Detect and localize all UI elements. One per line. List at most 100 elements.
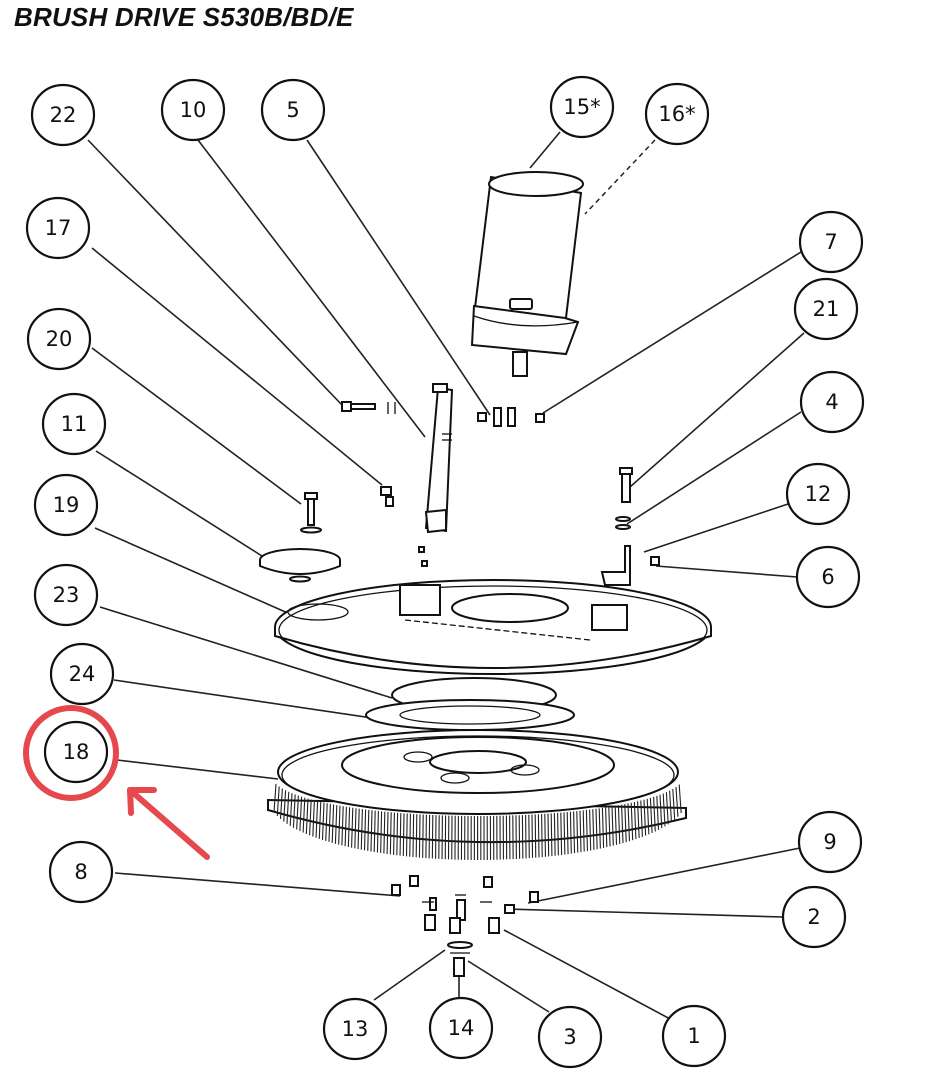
callout-24[interactable]: 24 xyxy=(49,642,115,706)
callout-9[interactable]: 9 xyxy=(797,810,863,874)
bristle-line xyxy=(383,811,386,854)
svg-text:5: 5 xyxy=(286,98,299,122)
bristle-line xyxy=(553,813,556,856)
bristle-line xyxy=(363,809,367,851)
callout-7[interactable]: 7 xyxy=(798,210,864,274)
bristle-line xyxy=(412,813,415,858)
callout-2[interactable]: 2 xyxy=(781,885,847,949)
callout-15[interactable]: 15* xyxy=(549,75,615,139)
bristle-line xyxy=(675,787,679,817)
bristle-line xyxy=(376,811,379,853)
svg-text:22: 22 xyxy=(50,103,77,127)
callout-6[interactable]: 6 xyxy=(795,545,861,609)
leader-18 xyxy=(116,759,279,780)
svg-text:17: 17 xyxy=(45,216,72,240)
svg-text:24: 24 xyxy=(69,662,96,686)
svg-text:8: 8 xyxy=(74,860,87,884)
brush-deck-plate xyxy=(274,579,712,675)
callout-8[interactable]: 8 xyxy=(48,840,114,904)
bristle-line xyxy=(592,809,595,850)
leader-20 xyxy=(91,347,302,505)
leader-21 xyxy=(629,332,805,488)
bristle-line xyxy=(547,813,550,857)
bristle-line xyxy=(299,796,303,832)
bristle-line xyxy=(292,794,296,828)
callout-20[interactable]: 20 xyxy=(26,307,92,371)
bristle-line xyxy=(331,804,335,843)
leader-23 xyxy=(99,606,393,699)
leader-9 xyxy=(527,847,801,904)
bristle-line xyxy=(573,811,576,854)
svg-text:11: 11 xyxy=(61,412,88,436)
callout-21[interactable]: 21 xyxy=(793,277,859,341)
leader-4 xyxy=(626,411,802,525)
callout-10[interactable]: 10 xyxy=(160,78,226,142)
bristle-line xyxy=(296,795,299,830)
bristle-line xyxy=(576,811,579,853)
bristle-line xyxy=(325,803,328,841)
bristle-line xyxy=(640,800,643,837)
bristle-line xyxy=(582,810,585,852)
callout-16[interactable]: 16* xyxy=(644,82,710,146)
callout-5[interactable]: 5 xyxy=(260,78,326,142)
bristle-line xyxy=(637,801,640,839)
svg-text:20: 20 xyxy=(46,327,73,351)
bristle-line xyxy=(338,805,341,845)
svg-text:21: 21 xyxy=(813,297,840,321)
callout-13[interactable]: 13 xyxy=(322,997,388,1061)
brush-bristles xyxy=(273,783,682,860)
callout-14[interactable]: 14 xyxy=(428,996,494,1060)
callout-4[interactable]: 4 xyxy=(799,370,865,434)
bristle-line xyxy=(672,788,676,820)
leader-17 xyxy=(91,247,383,486)
bristle-line xyxy=(351,807,354,848)
leader-7 xyxy=(542,251,802,414)
callout-12[interactable]: 12 xyxy=(785,462,851,526)
bristle-line xyxy=(656,795,660,830)
bristle-line xyxy=(302,797,306,833)
bristle-line xyxy=(630,802,634,841)
bristle-line xyxy=(286,791,290,824)
callout-18[interactable]: 18 xyxy=(43,720,109,784)
leader-lines xyxy=(87,131,805,1021)
bristle-line xyxy=(624,804,627,843)
callout-11[interactable]: 11 xyxy=(41,392,107,456)
bristle-line xyxy=(425,814,427,859)
leader-8 xyxy=(114,872,401,897)
bristle-line xyxy=(653,796,656,832)
svg-text:19: 19 xyxy=(53,493,80,517)
bristle-line xyxy=(611,806,614,846)
bristle-line xyxy=(347,807,351,847)
bristle-line xyxy=(659,794,663,829)
svg-text:10: 10 xyxy=(180,98,207,122)
bristle-line xyxy=(418,814,421,858)
svg-text:23: 23 xyxy=(53,583,80,607)
bristle-line xyxy=(646,798,650,835)
callout-22[interactable]: 22 xyxy=(30,83,96,147)
callout-17[interactable]: 17 xyxy=(25,196,91,260)
highlight-ring xyxy=(23,705,119,801)
callout-1[interactable]: 1 xyxy=(661,1004,727,1068)
bristle-line xyxy=(608,806,611,847)
bristle-line xyxy=(318,801,322,839)
bristle-line xyxy=(537,814,540,858)
bristle-line xyxy=(273,783,277,812)
leader-1 xyxy=(503,929,673,1021)
bristle-line xyxy=(380,811,383,854)
bristle-line xyxy=(360,809,363,850)
bristle-line xyxy=(328,803,331,842)
bristle-line xyxy=(534,814,537,858)
highlight-arrow-icon xyxy=(127,787,210,860)
callout-3[interactable]: 3 xyxy=(537,1005,603,1069)
leader-10 xyxy=(197,139,426,438)
bristle-line xyxy=(595,808,598,850)
callout-19[interactable]: 19 xyxy=(33,473,99,537)
bristle-line xyxy=(415,814,418,858)
bristle-line xyxy=(589,809,592,851)
leader-5 xyxy=(306,139,491,416)
bristle-line xyxy=(399,813,402,856)
leader-3 xyxy=(467,960,550,1013)
callout-23[interactable]: 23 xyxy=(33,563,99,627)
diagram-title: BRUSH DRIVE S530B/BD/E xyxy=(14,2,354,32)
bristle-line xyxy=(344,806,347,847)
